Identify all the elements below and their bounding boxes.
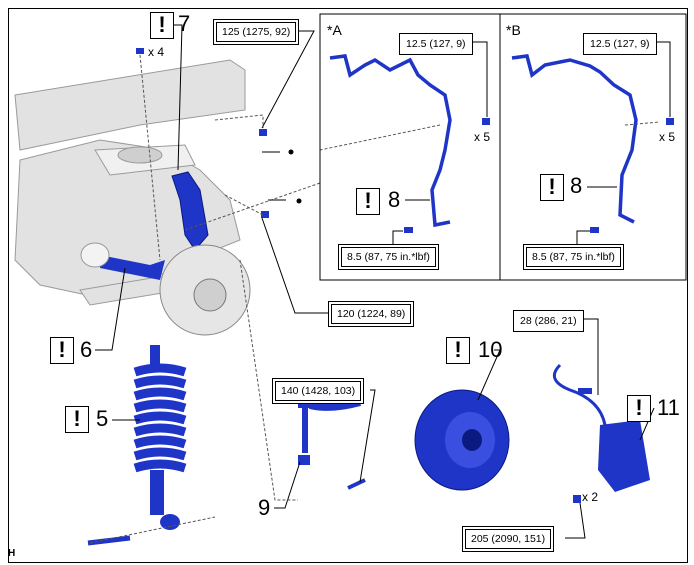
part-number-6: 6 (80, 337, 93, 362)
torque-spec-120: 120 (1224, 89) (328, 301, 415, 327)
sensor-inset-box (319, 13, 687, 281)
warning-icon-7: ! (150, 12, 174, 39)
part-number-10: 10 (478, 337, 503, 362)
tie-rod-part (100, 255, 165, 280)
torque-spec-a-top: 12.5 (127, 9) (399, 33, 473, 55)
torque-value: 125 (1275, 92) (216, 22, 297, 42)
part-number-11: 11 (657, 395, 680, 420)
torque-spec-b-top: 12.5 (127, 9) (583, 33, 657, 55)
warning-icon-10: ! (446, 337, 470, 364)
torque-spec-28: 28 (286, 21) (513, 310, 584, 332)
diagram-border (8, 8, 688, 563)
torque-spec-b-bottom: 8.5 (87, 75 in.*lbf) (523, 244, 624, 270)
torque-spec-205: 205 (2090, 151) (462, 526, 555, 552)
torque-spec-a-bottom: 8.5 (87, 75 in.*lbf) (338, 244, 439, 270)
brake-disc-part (414, 389, 510, 491)
warning-icon-5: ! (65, 406, 89, 433)
torque-value: 8.5 (87, 75 in.*lbf) (341, 247, 436, 267)
warning-icon-8a: ! (356, 188, 380, 215)
speed-sensor-wire-b (511, 54, 638, 224)
shock-absorber-part (87, 345, 187, 546)
part-number-7: 7 (178, 11, 191, 36)
corner-label: H (8, 548, 16, 559)
torque-spec-140: 140 (1428, 103) (272, 378, 365, 404)
torque-value: 8.5 (87, 75 in.*lbf) (526, 247, 621, 267)
speed-sensor-wire-a (329, 54, 452, 228)
upper-arm-part (171, 171, 209, 251)
inset-a-label: *A (327, 22, 342, 38)
stabilizer-link-part (298, 398, 366, 490)
quantity-x5-b: x 5 (659, 130, 676, 144)
warning-icon-6: ! (50, 337, 74, 364)
part-number-5: 5 (96, 406, 109, 431)
hub-disc-illustration (159, 244, 251, 336)
part-number-8b: 8 (570, 173, 583, 198)
warning-icon-11: ! (627, 395, 651, 422)
brake-caliper-part (552, 363, 650, 503)
quantity-x2: x 2 (582, 490, 599, 504)
inset-b-label: *B (506, 22, 521, 38)
quantity-x4: x 4 (148, 45, 165, 59)
torque-value: 205 (2090, 151) (465, 529, 552, 549)
warning-icon-8b: ! (540, 174, 564, 201)
torque-value: 140 (1428, 103) (275, 381, 362, 401)
part-number-8a: 8 (388, 187, 401, 212)
torque-spec-125: 125 (1275, 92) (213, 19, 300, 45)
quantity-x5-a: x 5 (474, 130, 491, 144)
torque-value: 120 (1224, 89) (331, 304, 412, 324)
part-number-9: 9 (258, 495, 271, 520)
